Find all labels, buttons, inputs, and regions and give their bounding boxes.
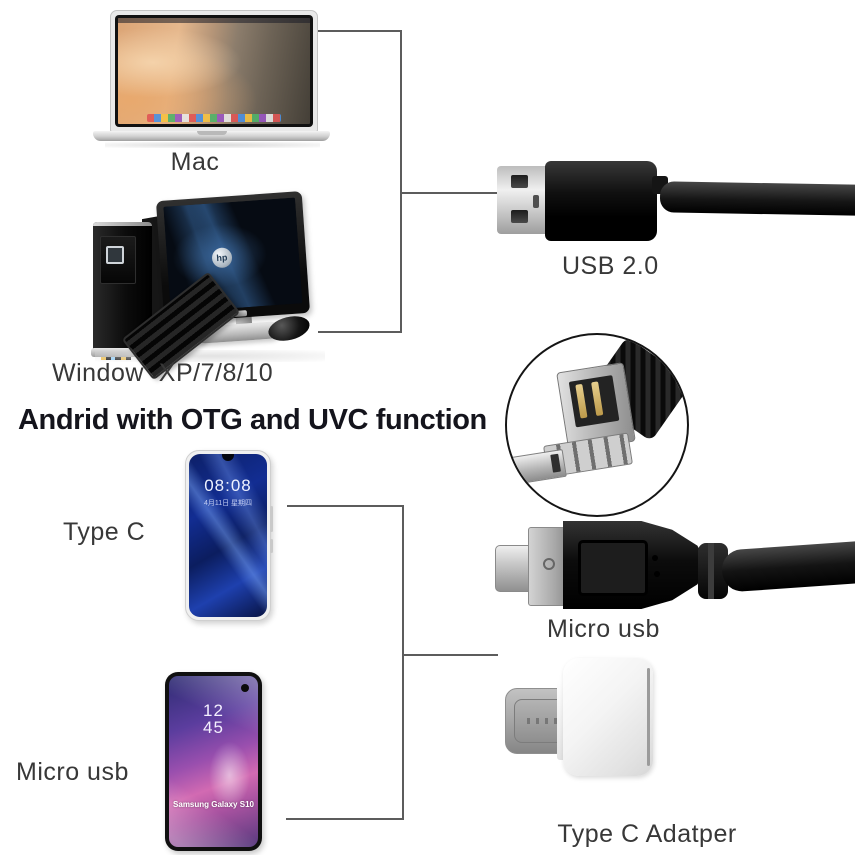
macbook-wallpaper	[118, 18, 310, 124]
half-dome-rock	[211, 24, 310, 124]
mac-label: Mac	[170, 148, 220, 176]
type-c-plug-inner	[514, 699, 562, 743]
micro-usb-dot	[654, 571, 660, 577]
samsung-model-caption: Samsung Galaxy S10	[173, 800, 254, 809]
type-c-plug	[505, 688, 567, 754]
usb-shell-slot	[533, 195, 539, 208]
time-minutes: 45	[203, 718, 224, 737]
android-otg-heading: Andrid with OTG and UVC function	[18, 404, 487, 436]
macbook-shadow	[105, 142, 320, 148]
micro-usb-dot	[652, 555, 658, 561]
line-adapter-horizontal	[403, 654, 498, 656]
time-hours: 12	[203, 701, 224, 720]
macbook-base-notch	[197, 131, 227, 135]
line-samsung-horizontal	[286, 818, 403, 820]
type-c-adapter-label: Type C Adatper included	[528, 790, 737, 855]
macbook-base	[93, 131, 330, 141]
usb-label: USB 2.0	[562, 252, 659, 280]
samsung-phone-image: 12 45 Samsung Galaxy S10	[165, 672, 262, 851]
samsung-phone-screen: 12 45 Samsung Galaxy S10	[169, 676, 258, 847]
micro-usb-phone-label: Micro usb	[16, 758, 129, 786]
usb-plug-body	[545, 161, 657, 241]
type-c-contacts	[527, 718, 557, 724]
lockscreen-date: 4月11日 星期四	[203, 500, 253, 507]
otg-contact-pin	[591, 381, 604, 417]
type-c-phone-screen: 08:08 4月11日 星期四	[189, 454, 267, 617]
collar-groove	[708, 543, 714, 599]
usb-contact-hole	[511, 210, 528, 223]
macbook-menubar	[118, 18, 310, 23]
pc-mouse	[265, 312, 313, 345]
macbook-screen	[110, 10, 318, 132]
macbook-bezel	[115, 15, 313, 127]
samsung-lockscreen-time: 12 45	[169, 702, 258, 736]
micro-usb-cable	[720, 541, 855, 593]
line-pc-horizontal	[318, 331, 401, 333]
otg-tip-band	[550, 453, 561, 473]
type-c-label: Type C	[63, 518, 146, 546]
micro-usb-recess	[578, 540, 648, 596]
otg-adapter-image	[505, 333, 689, 517]
phone-volume-button	[270, 506, 273, 532]
punch-hole-camera	[241, 684, 249, 692]
phone-notch	[222, 454, 234, 461]
usb-cable	[659, 181, 855, 216]
type-c-adapter-body	[563, 658, 653, 776]
line-typec-phone-horizontal	[287, 505, 403, 507]
otg-contact-pin	[575, 383, 588, 419]
line-mac-horizontal	[317, 30, 401, 32]
line-bottom-vertical	[402, 505, 404, 820]
line-usb-horizontal	[401, 192, 498, 194]
type-c-adapter-edge	[647, 668, 650, 766]
line-top-vertical	[400, 30, 402, 333]
type-c-phone-image: 08:08 4月11日 星期四	[185, 450, 273, 621]
lockscreen-time: 08:08	[204, 476, 252, 495]
adapter-label-line1: Type C Adatper	[557, 819, 737, 848]
hp-logo-tower	[106, 246, 124, 264]
usb-trident-icon	[543, 558, 555, 570]
otg-usb-female-inner	[568, 375, 620, 428]
windows-label: Window XP/7/8/10	[52, 359, 274, 387]
macbook-dock	[146, 114, 282, 122]
pc-tower-top-edge	[93, 222, 152, 226]
phone-power-button	[270, 539, 273, 553]
hp-logo-screen: hp	[211, 246, 233, 268]
otg-micro-usb-tip	[509, 448, 567, 486]
micro-usb-label: Micro usb	[547, 615, 660, 643]
usb-metal-shell	[497, 166, 548, 234]
usb-contact-hole	[511, 175, 528, 188]
